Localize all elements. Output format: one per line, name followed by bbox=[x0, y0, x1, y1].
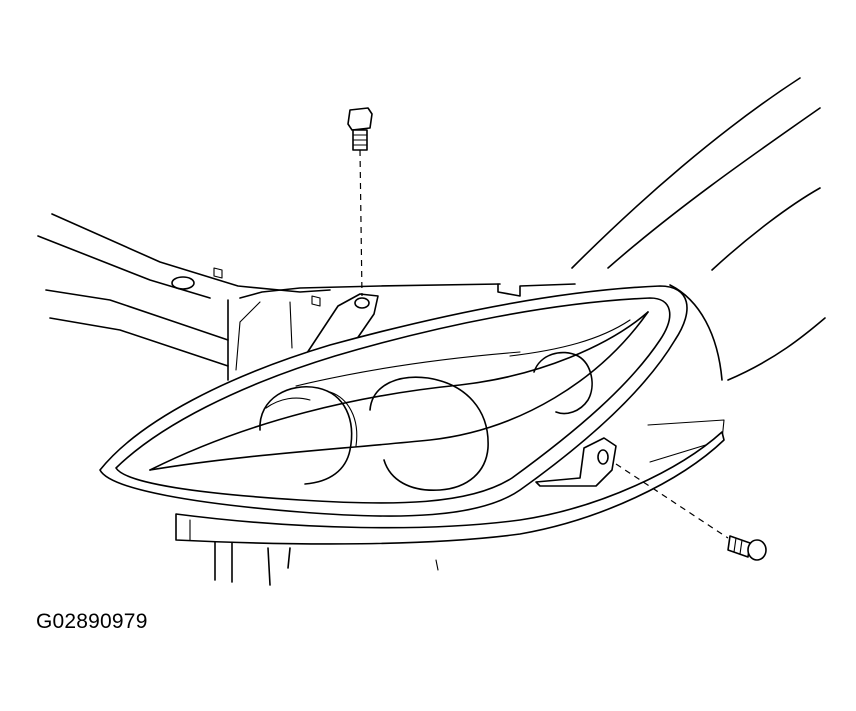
headlight-assembly bbox=[99, 285, 688, 517]
upper-bolt-guide-line bbox=[359, 149, 363, 297]
lower-structure bbox=[214, 539, 439, 586]
bumper-trim bbox=[175, 431, 725, 545]
upper-mounting-bolt bbox=[347, 107, 373, 151]
figure-id-code: G02890979 bbox=[36, 610, 148, 633]
lower-bolt-guide-line bbox=[615, 463, 729, 539]
fender bbox=[571, 77, 826, 463]
lower-mounting-bolt bbox=[727, 535, 767, 561]
body-panel bbox=[37, 213, 576, 381]
